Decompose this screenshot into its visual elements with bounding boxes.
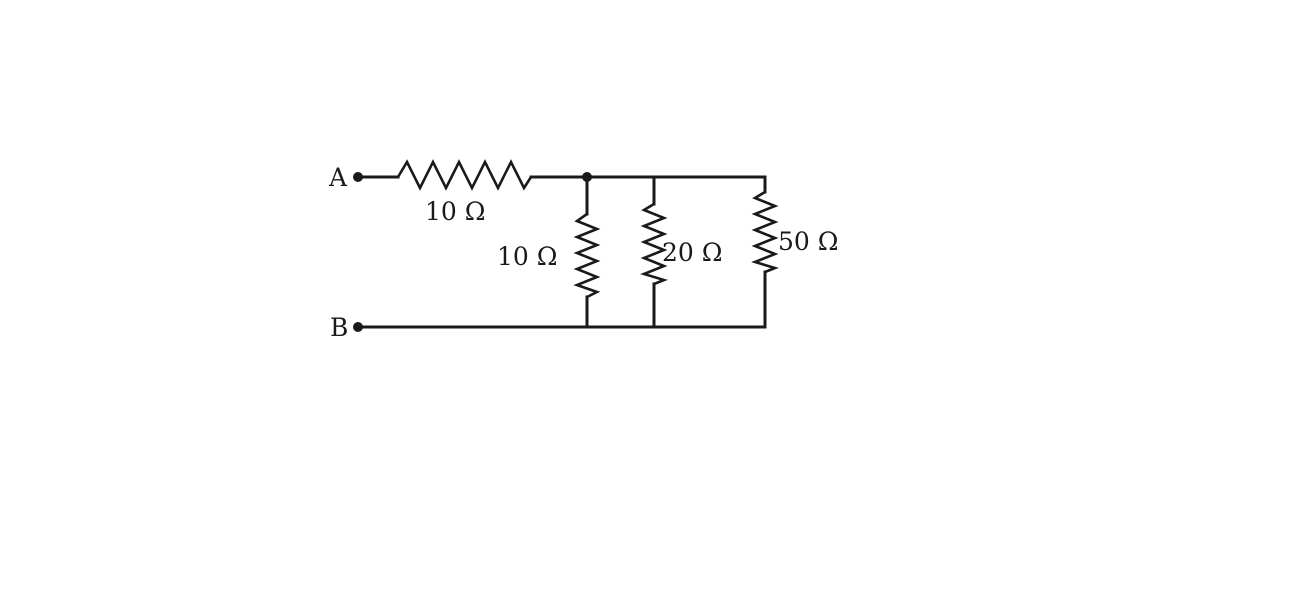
resistor-series [396, 159, 533, 191]
terminal-b-label: B [330, 313, 348, 342]
resistor-parallel-3-label: 50 Ω [778, 227, 839, 256]
resistor-parallel-1-label: 10 Ω [497, 242, 558, 271]
resistor-series-label: 10 Ω [425, 197, 486, 226]
terminal-b-node [353, 322, 363, 332]
resistor-parallel-1 [573, 212, 601, 299]
terminal-a-node [353, 172, 363, 182]
junction-node [582, 172, 592, 182]
resistor-parallel-3 [751, 190, 779, 274]
terminal-a-label: A [328, 163, 348, 192]
resistor-parallel-2-label: 20 Ω [662, 238, 723, 267]
resistor-parallel-2 [640, 202, 668, 286]
